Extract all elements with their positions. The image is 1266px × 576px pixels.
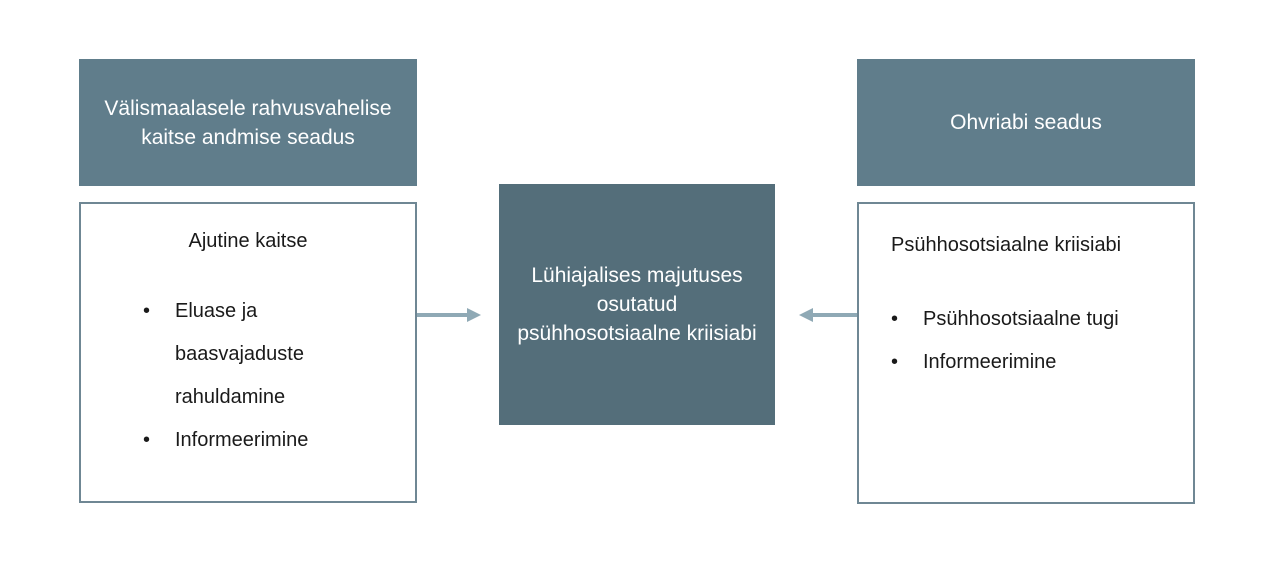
center-box: Lühiajalises majutuses osutatud psühhoso… [499,184,775,425]
right-law-header: Ohvriabi seadus [857,59,1195,186]
left-bullet-list: Eluase ja baasvajaduste rahuldamine Info… [143,290,383,462]
left-law-header-label: Välismaalasele rahvusvahelise kaitse and… [104,96,392,149]
right-bullet-list: Psühhosotsiaalne tugi Informeerimine [891,298,1181,384]
center-box-label: Lühiajalises majutuses osutatud psühhoso… [517,264,757,345]
list-item: Informeerimine [143,419,383,462]
left-law-header: Välismaalasele rahvusvahelise kaitse and… [79,59,417,186]
left-arrow-icon [799,308,857,322]
list-item: Psühhosotsiaalne tugi [891,298,1181,341]
right-content-box: Psühhosotsiaalne kriisiabi Psühhosotsiaa… [857,202,1195,504]
list-item: Eluase ja baasvajaduste rahuldamine [143,290,383,419]
list-item: Informeerimine [891,341,1181,384]
right-box-title: Psühhosotsiaalne kriisiabi [891,234,1122,256]
right-arrow-icon [417,308,481,322]
left-content-box: Ajutine kaitse Eluase ja baasvajaduste r… [79,202,417,503]
left-box-title: Ajutine kaitse [188,230,308,252]
right-law-header-label: Ohvriabi seadus [950,111,1102,134]
